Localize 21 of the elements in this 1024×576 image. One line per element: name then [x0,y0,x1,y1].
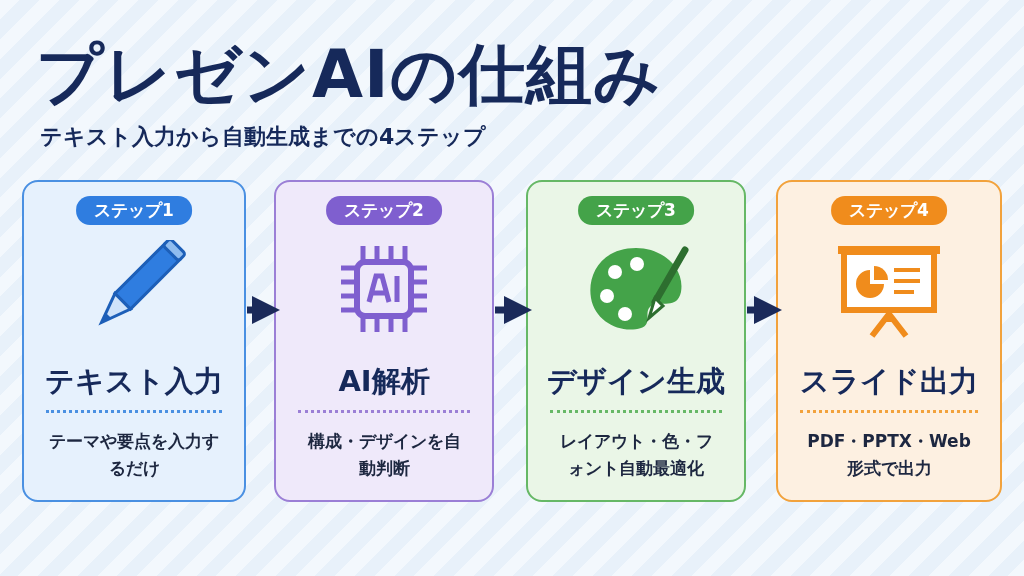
step-badge: ステップ3 [578,196,694,225]
step-badge: ステップ4 [831,196,947,225]
arrow [747,296,782,324]
step-card [274,180,494,502]
step-card [22,180,246,502]
step-title: テキスト入力 [44,363,224,400]
step-description: 構成・デザインを自動判断 [306,430,462,481]
title: プレゼンAIの仕組み [36,35,662,115]
step-card [776,180,1002,502]
step-badge: ステップ2 [326,196,442,225]
arrow [495,296,532,324]
arrow [247,296,280,324]
step-title: スライド出力 [799,363,979,400]
step-title: AI解析 [337,363,431,400]
step-card [526,180,746,502]
step-description: レイアウト・色・フォント自動最適化 [558,430,714,481]
step-description: テーマや要点を入力するだけ [48,430,220,481]
subtitle: テキスト入力から自動生成までの4ステップ [40,123,487,151]
step-badge: ステップ1 [76,196,192,225]
step-description: PDF・PPTX・Web形式で出力 [806,430,972,481]
step-title: デザイン生成 [546,363,726,400]
